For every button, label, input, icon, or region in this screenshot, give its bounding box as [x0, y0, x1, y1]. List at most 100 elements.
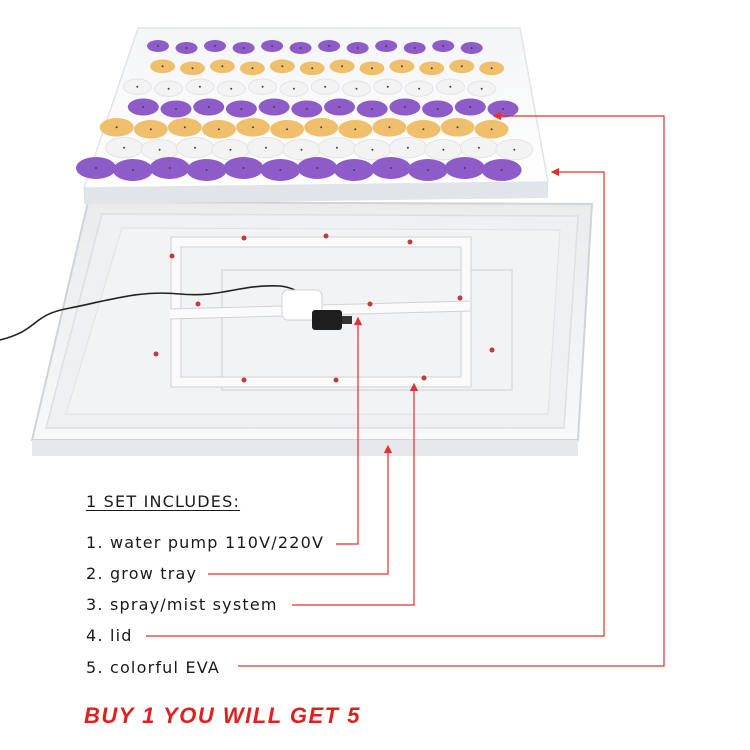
plug-slit: [183, 126, 186, 129]
plug-slit: [161, 65, 164, 68]
plug-slit: [502, 108, 504, 110]
plug-slit: [95, 167, 97, 169]
plug-slit: [292, 87, 295, 90]
plug-slit: [490, 67, 493, 70]
plug-slit: [299, 47, 302, 49]
plug-slit: [123, 146, 126, 149]
water-pump: [0, 285, 352, 341]
callout-lines: [146, 111, 665, 667]
plug-slit: [157, 45, 159, 47]
plug-slit: [513, 148, 516, 151]
plug-slit: [273, 106, 276, 108]
item-grow-tray: 2. grow tray: [86, 564, 198, 583]
item-spray-mist: 3. spray/mist system: [86, 595, 278, 614]
item-water-pump: 1. water pump 110V/220V: [86, 533, 325, 552]
plug-slit: [136, 85, 139, 88]
plug-slit: [500, 169, 503, 171]
plug-slit: [281, 65, 284, 68]
plug-slit: [480, 87, 483, 90]
item-lid: 4. lid: [86, 626, 133, 645]
plug-slit: [230, 87, 233, 90]
plug-slit: [265, 146, 267, 149]
plug-slit: [168, 167, 171, 169]
plug-slit: [355, 87, 358, 90]
plug-slit: [418, 87, 421, 90]
plug-slit: [131, 169, 134, 171]
plug-slit: [261, 85, 264, 88]
plug-slit: [388, 126, 391, 129]
plug-slit: [198, 85, 201, 88]
plug-slit: [403, 106, 406, 108]
plug-slit: [371, 108, 374, 110]
colorful-eva-plugs: [76, 40, 534, 181]
plug-slit: [242, 167, 245, 169]
plug-slit: [320, 126, 323, 129]
plug-slit: [251, 67, 254, 70]
plug-slit: [175, 108, 177, 110]
callout-lid: [146, 167, 605, 637]
plug-slit: [442, 45, 445, 47]
plug-slit: [354, 128, 357, 131]
plug-slit: [115, 126, 118, 129]
plug-slit: [242, 47, 245, 49]
plug-slit: [271, 45, 274, 47]
plug-slit: [436, 108, 439, 110]
plug-slit: [449, 85, 452, 88]
plug-slit: [311, 67, 314, 70]
plug-slit: [390, 167, 392, 169]
plug-slit: [460, 65, 463, 68]
plug-slit: [426, 169, 429, 171]
plug-slit: [341, 65, 344, 68]
plug-slit: [328, 45, 331, 47]
plug-slit: [356, 47, 359, 49]
promo-banner: BUY 1 YOU WILL GET 5: [84, 703, 361, 728]
plug-slit: [279, 169, 282, 171]
plug-slit: [286, 128, 289, 131]
includes-heading: 1 SET INCLUDES:: [86, 492, 241, 511]
plug-slit: [463, 167, 466, 169]
plug-slit: [240, 108, 243, 110]
plug-slit: [469, 106, 472, 108]
plug-slit: [385, 45, 388, 47]
plug-slit: [191, 67, 194, 70]
plug-slit: [205, 169, 208, 171]
callout-pump: [336, 316, 363, 545]
callout-eva: [238, 111, 665, 667]
plug-slit: [338, 106, 341, 108]
item-colorful-eva: 5. colorful EVA: [86, 658, 221, 677]
plug-slit: [229, 148, 232, 151]
plug-slit: [214, 45, 216, 47]
plug-slit: [324, 85, 327, 88]
plug-slit: [158, 148, 161, 151]
plug-slit: [316, 167, 319, 169]
plug-slit: [217, 128, 220, 131]
plug-slit: [470, 47, 473, 49]
plug-slit: [335, 146, 338, 149]
plug-slit: [167, 87, 170, 90]
plug-slit: [422, 128, 425, 131]
plug-slit: [386, 85, 389, 88]
plug-slit: [305, 108, 308, 110]
plug-slit: [400, 65, 403, 68]
plug-slit: [413, 47, 416, 49]
plug-slit: [353, 169, 356, 171]
plug-slit: [430, 67, 433, 70]
plug-slit: [252, 126, 254, 129]
plug-slit: [207, 106, 210, 108]
plug-slit: [221, 65, 224, 68]
plug-slit: [490, 128, 493, 131]
callout-spray: [292, 382, 419, 606]
plug-slit: [477, 146, 480, 149]
plug-slit: [371, 67, 373, 70]
plug-slit: [149, 128, 152, 131]
plug-slit: [406, 146, 409, 149]
plug-slit: [442, 148, 445, 151]
plug-slit: [456, 126, 459, 129]
plug-slit: [185, 47, 188, 49]
plug-slit: [194, 146, 196, 149]
plug-slit: [371, 148, 374, 151]
spray-mist-system: [169, 236, 472, 388]
plug-slit: [300, 148, 303, 151]
plug-slit: [142, 106, 145, 108]
